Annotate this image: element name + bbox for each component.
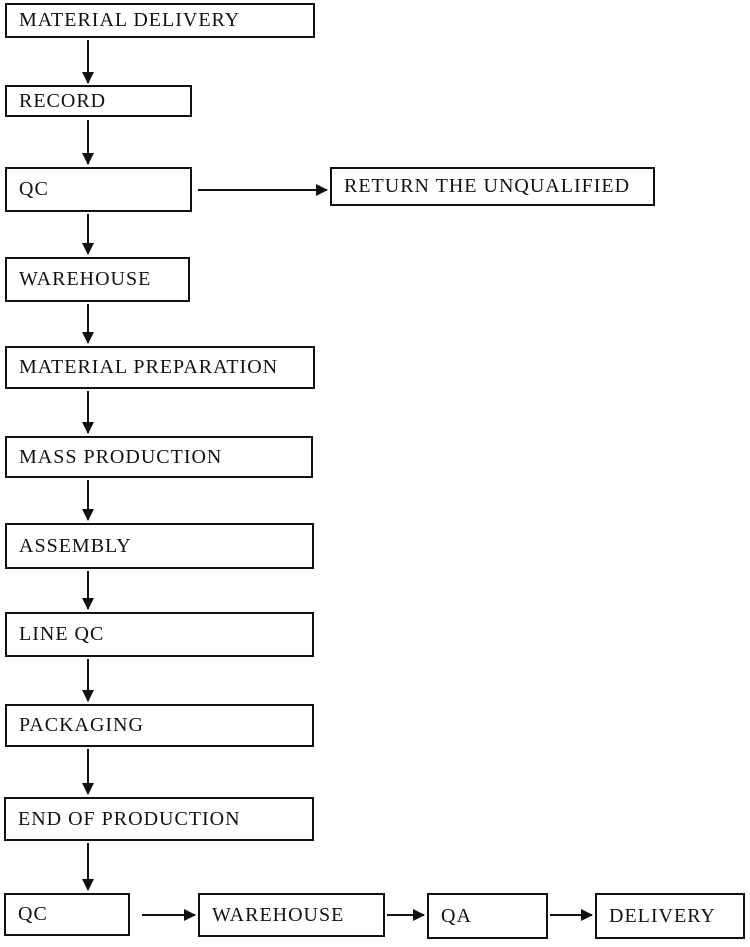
node-qa: QA xyxy=(427,893,548,939)
node-delivery: DELIVERY xyxy=(595,893,745,939)
node-label: WAREHOUSE xyxy=(212,903,345,926)
node-return-the-unqualified: RETURN THE UNQUALIFIED xyxy=(330,167,655,206)
node-material-preparation: MATERIAL PREPARATION xyxy=(5,346,315,389)
node-qc-incoming: QC xyxy=(5,167,192,212)
node-label: RETURN THE UNQUALIFIED xyxy=(344,175,631,197)
node-label: MASS PRODUCTION xyxy=(19,445,223,468)
node-material-delivery: MATERIAL DELIVERY xyxy=(5,3,315,38)
node-assembly: ASSEMBLY xyxy=(5,523,314,569)
node-end-of-production: END OF PRODUCTION xyxy=(4,797,314,841)
node-record: RECORD xyxy=(5,85,192,117)
node-label: DELIVERY xyxy=(609,904,716,927)
node-label: QC xyxy=(18,903,48,925)
node-label: END OF PRODUCTION xyxy=(18,807,241,830)
node-qc-final: QC xyxy=(4,893,130,936)
node-label: MATERIAL DELIVERY xyxy=(19,9,241,31)
node-label: LINE QC xyxy=(19,623,105,645)
node-label: RECORD xyxy=(19,89,107,112)
node-label: QA xyxy=(441,904,472,927)
node-label: MATERIAL PREPARATION xyxy=(19,356,279,378)
node-label: ASSEMBLY xyxy=(19,534,132,557)
node-warehouse-in: WAREHOUSE xyxy=(5,257,190,302)
node-warehouse-out: WAREHOUSE xyxy=(198,893,385,937)
node-label: QC xyxy=(19,178,49,200)
node-line-qc: LINE QC xyxy=(5,612,314,657)
node-mass-production: MASS PRODUCTION xyxy=(5,436,313,478)
node-label: WAREHOUSE xyxy=(19,268,152,290)
node-packaging: PACKAGING xyxy=(5,704,314,747)
node-label: PACKAGING xyxy=(19,714,144,736)
